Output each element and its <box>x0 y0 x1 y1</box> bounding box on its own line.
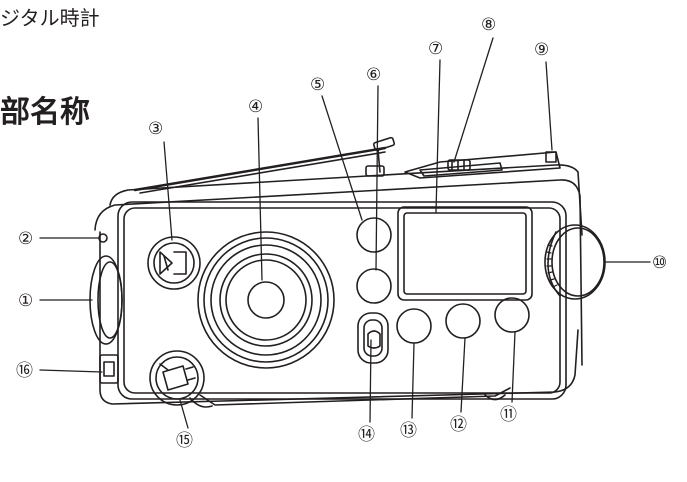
button-13 <box>396 308 432 344</box>
button-6 <box>356 268 392 304</box>
callout-2: ② <box>18 229 33 249</box>
header-text: ジタル時計 <box>0 6 100 30</box>
button-11 <box>494 297 530 333</box>
callout-1: ① <box>18 291 33 311</box>
callout-14: ⑭ <box>358 425 375 445</box>
callout-10: ⑩ <box>652 253 667 273</box>
top-panel <box>404 151 561 179</box>
flashlight <box>149 350 205 406</box>
callout-4: ④ <box>248 97 263 117</box>
callout-6: ⑥ <box>366 65 381 85</box>
speaker <box>197 231 335 369</box>
callout-8: ⑧ <box>481 15 496 35</box>
lcd-display <box>397 206 533 301</box>
callout-9: ⑨ <box>534 40 549 60</box>
usb-port <box>99 354 119 384</box>
radio-body <box>94 164 583 408</box>
callout-13: ⑬ <box>400 421 417 441</box>
callout-15: ⑮ <box>176 431 193 451</box>
callout-12: ⑫ <box>450 415 467 435</box>
tuning-dial <box>544 224 606 300</box>
antenna <box>133 136 396 194</box>
callout-3: ③ <box>148 119 163 139</box>
callout-11: ⑪ <box>500 405 517 425</box>
callout-5: ⑤ <box>310 75 325 95</box>
button-12 <box>445 303 481 339</box>
top-jack <box>545 151 557 163</box>
callout-7: ⑦ <box>428 39 443 59</box>
leader-lines <box>39 37 651 429</box>
side-jack <box>98 233 108 243</box>
section-heading: 部名称 <box>0 95 90 130</box>
alarm-button <box>147 236 201 290</box>
slide-switch <box>357 312 389 364</box>
callout-16: ⑯ <box>16 361 33 381</box>
button-5 <box>356 217 392 253</box>
